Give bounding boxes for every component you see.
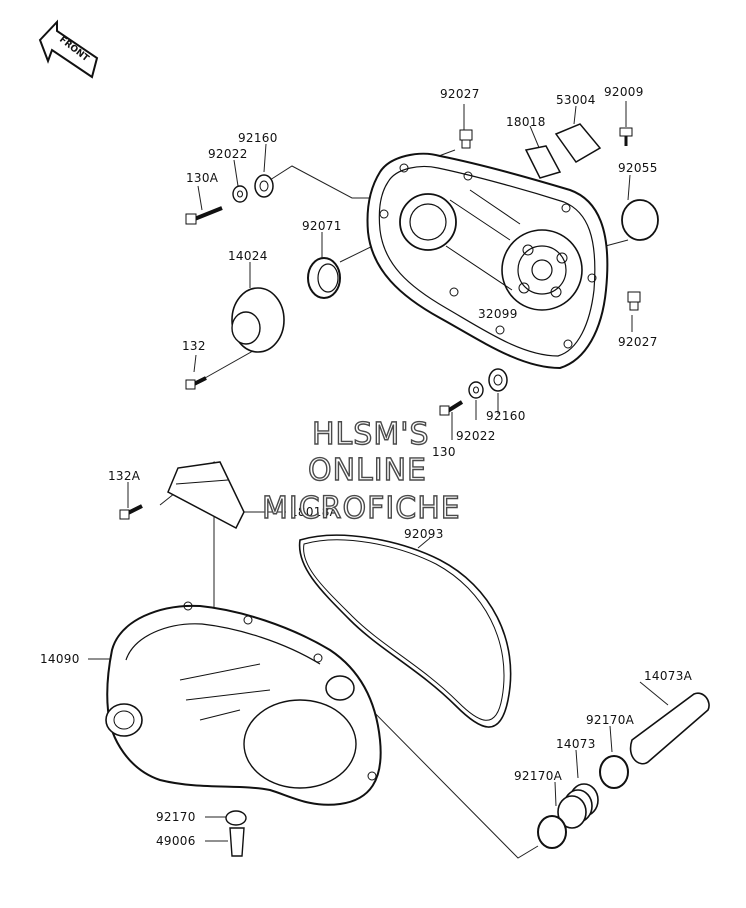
cap-49006 <box>229 827 245 857</box>
watermark: HLSM'S ONLINE MICROFICHE <box>261 416 461 526</box>
bolt-132A <box>119 504 143 520</box>
clamp-92170A-lower <box>537 815 567 849</box>
label-92022-bottom: 92022 <box>456 429 496 443</box>
label-53004: 53004 <box>556 93 596 107</box>
label-92170A-upper: 92170A <box>586 713 635 727</box>
grommet-92160-top <box>254 174 274 198</box>
lower-cover-14090 <box>105 601 382 806</box>
watermark-line2: ONLINE <box>308 453 427 488</box>
washer-92022-bottom <box>468 381 484 399</box>
o-ring-92055 <box>621 199 659 241</box>
label-18018: 18018 <box>506 115 546 129</box>
front-arrow-icon: FRONT <box>38 19 99 79</box>
bracket-53004 <box>554 123 602 163</box>
bolt-130 <box>439 400 464 416</box>
label-92027-top: 92027 <box>440 87 480 101</box>
label-14073A: 14073A <box>644 669 693 683</box>
label-14024: 14024 <box>228 249 268 263</box>
label-92160-top: 92160 <box>238 131 278 145</box>
part-labels: 92027 53004 92009 18018 92160 92022 9205… <box>40 85 693 848</box>
label-132A: 132A <box>108 469 141 483</box>
bolt-130A <box>185 206 223 225</box>
label-92009: 92009 <box>604 85 644 99</box>
bolt-132 <box>185 376 207 390</box>
label-92170A-lower: 92170A <box>514 769 563 783</box>
gasket-92093 <box>298 534 512 728</box>
bolt-92027-top <box>459 129 473 149</box>
duct-14073A <box>629 692 710 765</box>
washer-92022-top <box>232 185 248 203</box>
watermark-line3: MICROFICHE <box>262 491 461 526</box>
label-92093: 92093 <box>404 527 444 541</box>
label-14090: 14090 <box>40 652 80 666</box>
bolt-92009 <box>619 127 633 146</box>
bracket-18018 <box>524 145 562 179</box>
clamp-92170A-upper <box>599 755 629 789</box>
label-18018A: 18018A <box>290 505 339 519</box>
outer-cover-32099 <box>366 152 609 370</box>
label-92160-bottom: 92160 <box>486 409 526 423</box>
seal-92071 <box>307 257 341 299</box>
duct-14024 <box>231 287 285 353</box>
grommet-92160-bottom <box>488 368 508 392</box>
bracket-18018A <box>167 461 245 530</box>
label-130: 130 <box>432 445 456 459</box>
label-132: 132 <box>182 339 206 353</box>
label-92022-top: 92022 <box>208 147 248 161</box>
clamp-92170 <box>225 810 247 826</box>
bellows-14073 <box>557 783 599 829</box>
label-92071: 92071 <box>302 219 342 233</box>
label-92170: 92170 <box>156 810 196 824</box>
bolt-92027-right <box>627 291 641 311</box>
label-49006: 49006 <box>156 834 196 848</box>
watermark-line1: HLSM'S <box>312 417 430 452</box>
label-92027-right: 92027 <box>618 335 658 349</box>
label-14073: 14073 <box>556 737 596 751</box>
label-32099: 32099 <box>478 307 518 321</box>
label-92055: 92055 <box>618 161 658 175</box>
label-130A: 130A <box>186 171 219 185</box>
